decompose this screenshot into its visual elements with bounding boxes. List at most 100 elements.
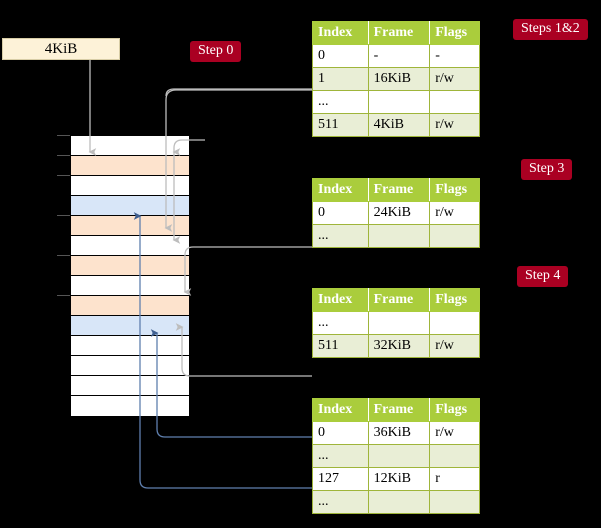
memory-frame-row: [71, 256, 189, 276]
badge-step-4: Step 4: [517, 266, 569, 287]
memory-scale-tick: [57, 175, 70, 176]
cell-frame: 36KiB: [367, 421, 431, 445]
memory-frame-row: [71, 276, 189, 296]
cell-flags: [429, 444, 480, 468]
memory-scale-tick: [57, 155, 70, 156]
table-row: ...: [312, 444, 480, 468]
badge-step-3-label: Step 3: [529, 161, 565, 176]
cell-flags: r/w: [429, 201, 480, 225]
cell-index: 0: [312, 421, 369, 445]
memory-frame-row: [71, 356, 189, 376]
table-row: ...: [312, 311, 480, 335]
cell-flags: [429, 490, 480, 514]
cell-flags: r/w: [429, 113, 480, 137]
memory-scale-tick: [57, 295, 70, 296]
memory-frame-row: [71, 176, 189, 196]
table-row: 0--: [312, 44, 480, 68]
cell-frame: 12KiB: [367, 467, 431, 491]
column-header-flags: Flags: [429, 21, 480, 45]
column-header-index: Index: [312, 288, 369, 312]
cell-flags: [429, 311, 480, 335]
cell-frame: 24KiB: [367, 201, 431, 225]
frame-4kib-label: 4KiB: [44, 41, 78, 57]
cell-flags: [429, 90, 480, 114]
memory-frame-row: [71, 296, 189, 316]
physical-memory-column: [70, 135, 190, 416]
cell-flags: -: [429, 44, 480, 68]
column-header-frame: Frame: [367, 288, 431, 312]
memory-frame-row: [71, 336, 189, 356]
cell-index: 511: [312, 334, 369, 358]
badge-steps-1-2: Steps 1&2: [513, 19, 588, 40]
frame-4kib-box: 4KiB: [2, 38, 120, 60]
badge-step-0-label: Step 0: [198, 43, 234, 58]
cell-frame: [367, 224, 431, 248]
memory-frame-row: [71, 236, 189, 256]
memory-frame-row: [71, 156, 189, 176]
memory-scale-tick: [57, 215, 70, 216]
memory-frame-row: [71, 196, 189, 216]
cell-index: ...: [312, 224, 369, 248]
cell-index: 1: [312, 67, 369, 91]
cell-flags: r/w: [429, 421, 480, 445]
memory-frame-row: [71, 316, 189, 336]
cell-frame: [367, 311, 431, 335]
cell-index: 127: [312, 467, 369, 491]
column-header-frame: Frame: [367, 398, 431, 422]
cell-flags: r/w: [429, 334, 480, 358]
cell-index: 0: [312, 201, 369, 225]
cell-index: 0: [312, 44, 369, 68]
cell-frame: 4KiB: [367, 113, 431, 137]
cell-index: ...: [312, 90, 369, 114]
cell-frame: -: [367, 44, 431, 68]
cell-frame: 16KiB: [367, 67, 431, 91]
cell-flags: [429, 224, 480, 248]
table-row: ...: [312, 224, 480, 248]
column-header-index: Index: [312, 398, 369, 422]
column-header-frame: Frame: [367, 21, 431, 45]
column-header-flags: Flags: [429, 288, 480, 312]
badge-step-4-label: Step 4: [525, 268, 561, 283]
column-header-frame: Frame: [367, 178, 431, 202]
cell-flags: r/w: [429, 67, 480, 91]
badge-step-3: Step 3: [521, 159, 573, 180]
badge-step-0: Step 0: [190, 41, 242, 62]
badge-steps-1-2-label: Steps 1&2: [521, 21, 580, 36]
cell-frame: [367, 90, 431, 114]
table-row: ...: [312, 90, 480, 114]
column-header-index: Index: [312, 21, 369, 45]
cell-frame: [367, 444, 431, 468]
cell-index: ...: [312, 444, 369, 468]
column-header-flags: Flags: [429, 398, 480, 422]
memory-frame-row: [71, 396, 189, 416]
link-row4-to-l3: [184, 246, 312, 256]
link-row8-up: [181, 367, 312, 377]
link-step0-to-l4: [165, 88, 312, 97]
column-header-flags: Flags: [429, 178, 480, 202]
cell-index: ...: [312, 311, 369, 335]
cell-flags: r: [429, 467, 480, 491]
memory-scale-tick: [57, 135, 70, 136]
cell-index: 511: [312, 113, 369, 137]
cell-frame: 32KiB: [367, 334, 431, 358]
cell-frame: [367, 490, 431, 514]
table-row: ...: [312, 490, 480, 514]
memory-frame-row: [71, 216, 189, 236]
cell-index: ...: [312, 490, 369, 514]
